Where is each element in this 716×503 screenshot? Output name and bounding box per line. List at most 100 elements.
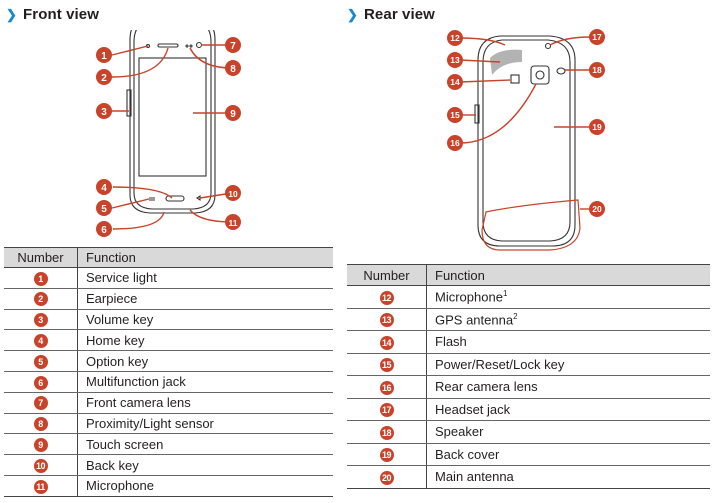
table-header-row: Number Function	[4, 247, 333, 268]
number-cell: 3	[4, 309, 78, 331]
function-cell: Multifunction jack	[77, 371, 333, 393]
callout-label: 11	[229, 218, 238, 228]
function-cell: Main antenna	[426, 465, 710, 489]
number-cell: 12	[347, 285, 427, 309]
callout-label: 7	[230, 41, 236, 52]
callout-label: 9	[230, 109, 236, 120]
callout-15	[447, 107, 463, 123]
function-label: Service light	[86, 270, 157, 286]
table-row: 1 Service light	[4, 267, 333, 289]
function-cell: Power/Reset/Lock key	[426, 353, 710, 376]
function-label: Headset jack	[435, 401, 511, 417]
number-badge: 10	[33, 458, 48, 473]
callout-5	[96, 200, 112, 216]
callout-10	[225, 185, 241, 201]
callout-19	[589, 119, 605, 135]
function-label: Multifunction jack	[86, 374, 186, 390]
chevron-right-icon: ❯	[6, 7, 17, 22]
number-badge: 19	[379, 448, 394, 463]
function-label: Touch screen	[86, 436, 164, 452]
sensor-dot-2	[189, 44, 193, 48]
callout-11	[225, 214, 241, 230]
callout-label: 6	[101, 225, 107, 236]
table-row: 14 Flash	[347, 330, 710, 354]
table-row: 7 Front camera lens	[4, 392, 333, 414]
callout-13	[447, 52, 463, 68]
function-label: Option key	[86, 353, 149, 369]
front-view-title: Front view	[23, 6, 100, 23]
number-badge: 5	[33, 354, 48, 369]
number-cell: 19	[347, 443, 427, 466]
rear-view-diagram: 12 13 14 15 16 17 18 19 20	[447, 29, 605, 251]
number-badge: 3	[33, 313, 48, 328]
function-cell: Rear camera lens	[426, 375, 710, 399]
number-badge: 4	[33, 334, 48, 349]
column-header-function: Function	[426, 264, 710, 286]
callout-1	[96, 47, 112, 63]
function-cell: Headset jack	[426, 398, 710, 421]
number-badge: 7	[33, 396, 48, 411]
function-cell: Microphone1	[426, 285, 710, 309]
function-label: Volume key	[86, 311, 154, 327]
callout-17	[589, 29, 605, 45]
function-cell: Touch screen	[77, 433, 333, 456]
table-row: 11 Microphone	[4, 475, 333, 497]
front-view-table: Number Function 1 Service light 2 Earpiece 3…	[4, 247, 333, 497]
callout-4	[96, 179, 112, 195]
function-label: Microphone	[86, 478, 154, 494]
number-cell: 8	[4, 413, 78, 435]
table-row: 4 Home key	[4, 329, 333, 352]
rear-callout-badges	[447, 29, 605, 217]
function-cell: Back cover	[426, 443, 710, 466]
function-label: Earpiece	[86, 291, 138, 307]
callout-label: 18	[592, 65, 602, 75]
number-badge: 11	[33, 479, 48, 494]
number-badge: 18	[379, 425, 394, 440]
callout-label: 4	[101, 183, 107, 194]
number-cell: 17	[347, 398, 427, 421]
callout-label: 16	[450, 138, 460, 148]
function-cell: GPS antenna2	[426, 308, 710, 331]
option-key-glyph	[149, 197, 155, 201]
function-cell: Speaker	[426, 420, 710, 444]
function-label: Rear camera lens	[435, 379, 538, 395]
number-badge: 1	[33, 271, 48, 286]
function-cell: Earpiece	[77, 288, 333, 310]
number-cell: 2	[4, 288, 78, 310]
phone-rear-outline	[474, 35, 576, 247]
callout-label: 2	[101, 73, 107, 84]
flash	[510, 74, 520, 84]
phone-front-outline	[126, 30, 216, 214]
function-cell: Back key	[77, 454, 333, 476]
table-row: 16 Rear camera lens	[347, 375, 710, 399]
number-cell: 7	[4, 392, 78, 414]
number-badge: 16	[379, 380, 394, 395]
callout-9	[225, 105, 241, 121]
number-badge: 8	[33, 417, 48, 432]
function-label: Proximity/Light sensor	[86, 415, 214, 431]
table-row: 9 Touch screen	[4, 433, 333, 456]
number-cell: 9	[4, 433, 78, 456]
table-row: 19 Back cover	[347, 443, 710, 466]
function-label: Flash	[435, 334, 467, 350]
number-cell: 1	[4, 267, 78, 289]
chevron-right-icon: ❯	[347, 7, 358, 22]
function-label: Home key	[86, 332, 145, 348]
function-cell: Option key	[77, 350, 333, 372]
number-cell: 10	[4, 454, 78, 476]
gps-antenna-region	[490, 49, 522, 75]
function-cell: Front camera lens	[77, 392, 333, 414]
number-badge: 14	[379, 335, 394, 350]
number-cell: 13	[347, 308, 427, 331]
number-cell: 4	[4, 329, 78, 352]
number-cell: 16	[347, 375, 427, 399]
number-cell: 15	[347, 353, 427, 376]
callout-label: 3	[101, 107, 107, 118]
table-row: 2 Earpiece	[4, 288, 333, 310]
function-label: Back key	[86, 457, 139, 473]
callout-label: 14	[450, 77, 460, 87]
callout-label: 12	[450, 33, 460, 43]
